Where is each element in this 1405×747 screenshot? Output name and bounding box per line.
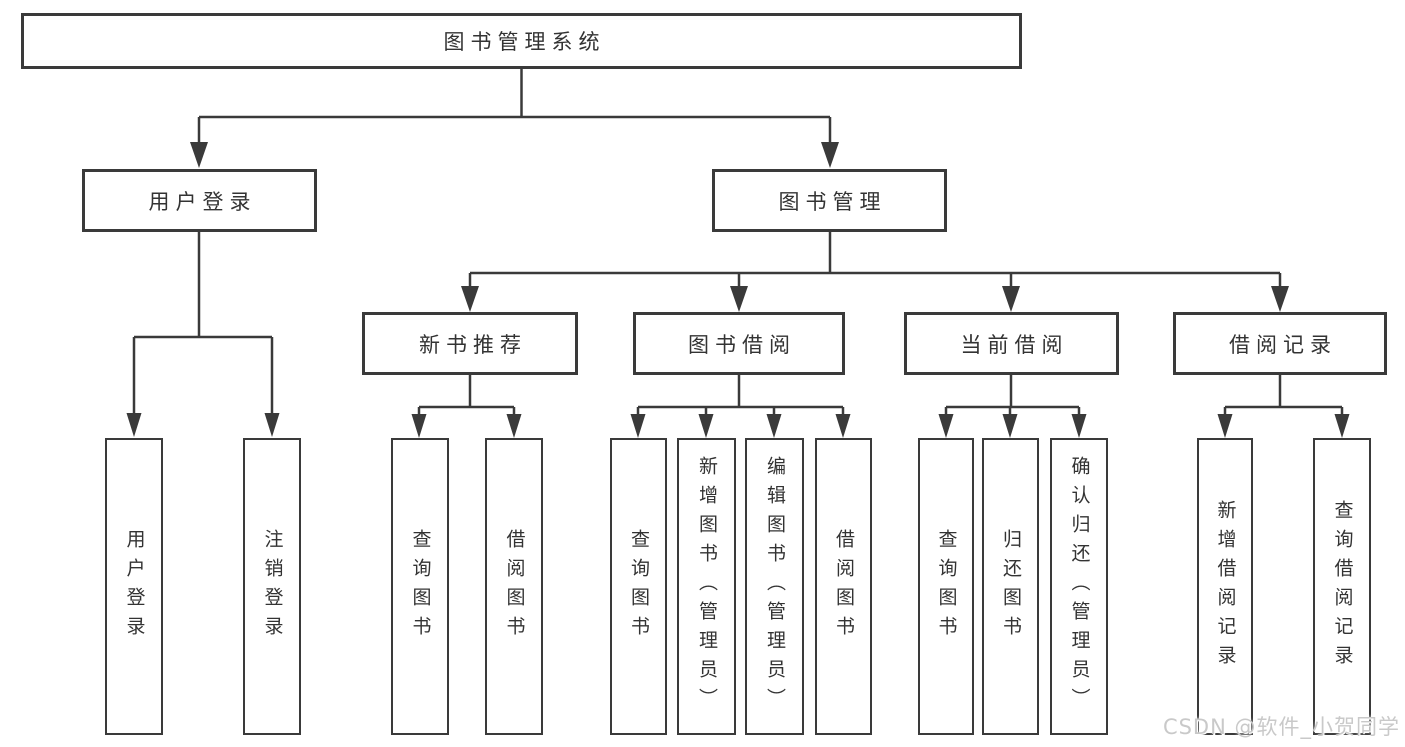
- node-label: 新增图书（管理员）: [696, 456, 718, 717]
- connector-root-to-level2: [190, 69, 839, 168]
- node-label: 图书管理: [778, 189, 887, 214]
- node-label: 借阅记录: [1229, 332, 1337, 357]
- node-label: 用户登录: [148, 189, 257, 214]
- node-leaf-return-books: 归还图书: [982, 438, 1039, 735]
- node-label: 图书管理系统: [443, 30, 606, 54]
- node-label: 借阅图书: [503, 528, 526, 645]
- node-borrow-records: 借阅记录: [1173, 312, 1387, 375]
- node-user-login: 用户登录: [82, 169, 317, 232]
- connector-current-borrow-branch: [938, 375, 1087, 438]
- node-leaf-borrow-books: 借阅图书: [815, 438, 872, 735]
- node-leaf-query-borrow-record: 查询借阅记录: [1313, 438, 1371, 735]
- node-label: 查询图书: [409, 528, 432, 645]
- node-label: 查询借阅记录: [1331, 499, 1354, 674]
- node-leaf-query-books-recommend: 查询图书: [391, 438, 449, 735]
- node-label: 归还图书: [1000, 528, 1022, 645]
- node-current-borrow: 当前借阅: [904, 312, 1119, 375]
- node-leaf-confirm-return-admin: 确认归还（管理员）: [1050, 438, 1108, 735]
- node-leaf-edit-books-admin: 编辑图书（管理员）: [745, 438, 804, 735]
- connector-new-book-branch: [411, 375, 522, 438]
- node-leaf-query-books-borrow: 查询图书: [610, 438, 667, 735]
- node-label: 查询图书: [628, 528, 650, 645]
- node-label: 新增借阅记录: [1214, 499, 1237, 674]
- node-label: 用户登录: [123, 528, 146, 645]
- node-leaf-query-books-current: 查询图书: [918, 438, 974, 735]
- node-label: 查询图书: [935, 528, 958, 645]
- node-leaf-add-borrow-record: 新增借阅记录: [1197, 438, 1253, 735]
- connector-book-management-branch: [461, 232, 1289, 312]
- node-new-book-recommend: 新书推荐: [362, 312, 578, 375]
- node-book-management: 图书管理: [712, 169, 947, 232]
- node-label: 确认归还（管理员）: [1068, 456, 1091, 717]
- node-label: 借阅图书: [833, 528, 855, 645]
- node-label: 图书借阅: [688, 332, 796, 357]
- node-leaf-borrow-books-recommend: 借阅图书: [485, 438, 543, 735]
- watermark: CSDN @软件_小贺同学: [1162, 715, 1400, 739]
- connector-borrow-record-branch: [1217, 375, 1350, 438]
- node-book-borrow: 图书借阅: [633, 312, 845, 375]
- node-library-management-system: 图书管理系统: [21, 13, 1022, 69]
- node-label: 编辑图书（管理员）: [764, 456, 786, 717]
- node-label: 当前借阅: [960, 332, 1069, 357]
- connector-book-borrow-branch: [630, 375, 851, 438]
- connector-user-login-branch: [126, 232, 280, 437]
- node-leaf-logout-login: 注销登录: [243, 438, 301, 735]
- node-label: 注销登录: [261, 528, 284, 645]
- node-label: 新书推荐: [419, 332, 527, 357]
- node-leaf-user-login: 用户登录: [105, 438, 163, 735]
- node-leaf-add-books-admin: 新增图书（管理员）: [677, 438, 736, 735]
